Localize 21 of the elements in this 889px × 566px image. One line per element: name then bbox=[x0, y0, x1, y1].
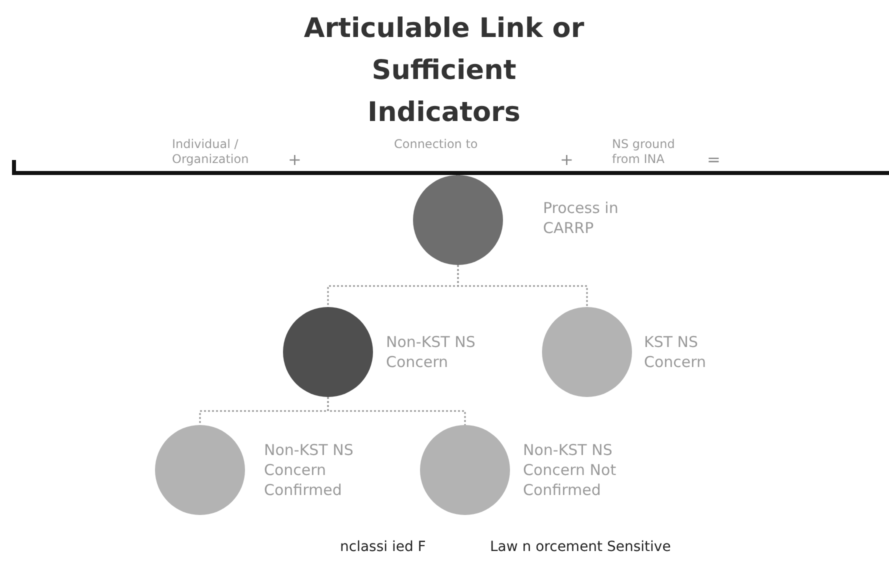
circle-node bbox=[413, 175, 503, 265]
node-caption: KST NS Concern bbox=[644, 332, 708, 372]
node-caption: Process in CARRP bbox=[543, 198, 620, 238]
connector-line bbox=[457, 265, 588, 307]
plus-sign: + bbox=[288, 150, 302, 169]
node-caption: Non-KST NS Concern Confirmed bbox=[264, 440, 354, 500]
node-caption: Non-KST NS Concern Not Confirmed bbox=[523, 440, 618, 500]
indicator-label: Individual / Organization bbox=[172, 137, 250, 167]
diagram-title: Articulable Link or Sufficient Indicators bbox=[302, 12, 586, 130]
connector-line bbox=[327, 397, 466, 425]
circle-node bbox=[155, 425, 245, 515]
circle-node bbox=[542, 307, 632, 397]
node-caption: Non-KST NS Concern bbox=[386, 332, 476, 372]
indicator-label: Connection to bbox=[394, 137, 479, 152]
circle-node bbox=[420, 425, 510, 515]
circle-node bbox=[283, 307, 373, 397]
footer-note: nclassi ied F bbox=[340, 539, 427, 555]
footer-note: Law n orcement Sensitive bbox=[490, 539, 672, 555]
plus-sign: + bbox=[560, 150, 574, 169]
indicator-label: NS ground from INA bbox=[612, 137, 676, 167]
equals-sign: = bbox=[707, 150, 721, 169]
